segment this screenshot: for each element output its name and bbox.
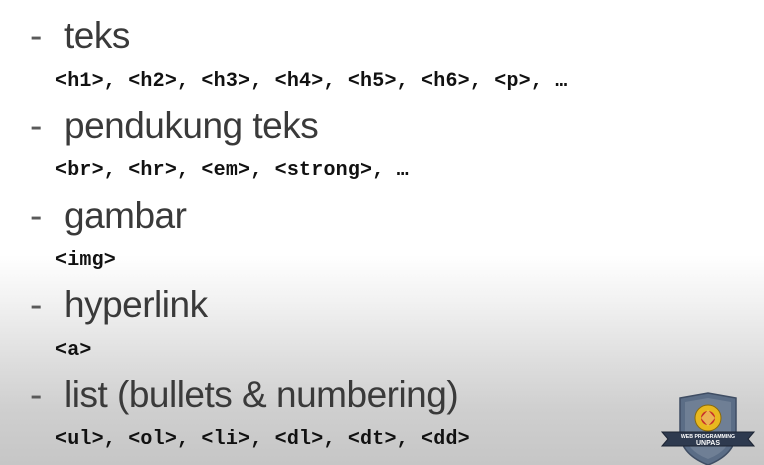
bullet-dash: - <box>30 195 43 236</box>
logo-line2: UNPAS <box>696 440 720 447</box>
tags-hyperlink: <a> <box>55 339 92 362</box>
tags-gambar: <img> <box>55 249 117 272</box>
heading-row-gambar: - gambar <box>0 197 764 237</box>
logo-line1: WEB PROGRAMMING <box>681 434 735 440</box>
heading-teks: teks <box>64 15 130 56</box>
tags-pendukung-teks: <br>, <hr>, <em>, <strong>, … <box>55 159 409 182</box>
heading-row-hyperlink: - hyperlink <box>0 286 764 326</box>
bullet-dash: - <box>30 15 43 56</box>
shield-emblem-icon: WEB PROGRAMMING UNPAS <box>660 392 756 465</box>
heading-pendukung-teks: pendukung teks <box>64 105 319 146</box>
heading-gambar: gambar <box>64 195 187 236</box>
heading-row-pendukung-teks: - pendukung teks <box>0 107 764 147</box>
tags-list: <ul>, <ol>, <li>, <dl>, <dt>, <dd> <box>55 428 470 451</box>
bullet-dash: - <box>30 374 43 415</box>
heading-row-list: - list (bullets & numbering) <box>0 376 640 416</box>
tags-teks: <h1>, <h2>, <h3>, <h4>, <h5>, <h6>, <p>,… <box>55 70 568 93</box>
heading-hyperlink: hyperlink <box>64 284 208 325</box>
unpas-logo: WEB PROGRAMMING UNPAS <box>660 392 756 465</box>
heading-row-teks: - teks <box>0 17 764 57</box>
bullet-dash: - <box>30 105 43 146</box>
heading-list: list (bullets & numbering) <box>64 374 459 415</box>
bullet-dash: - <box>30 284 43 325</box>
